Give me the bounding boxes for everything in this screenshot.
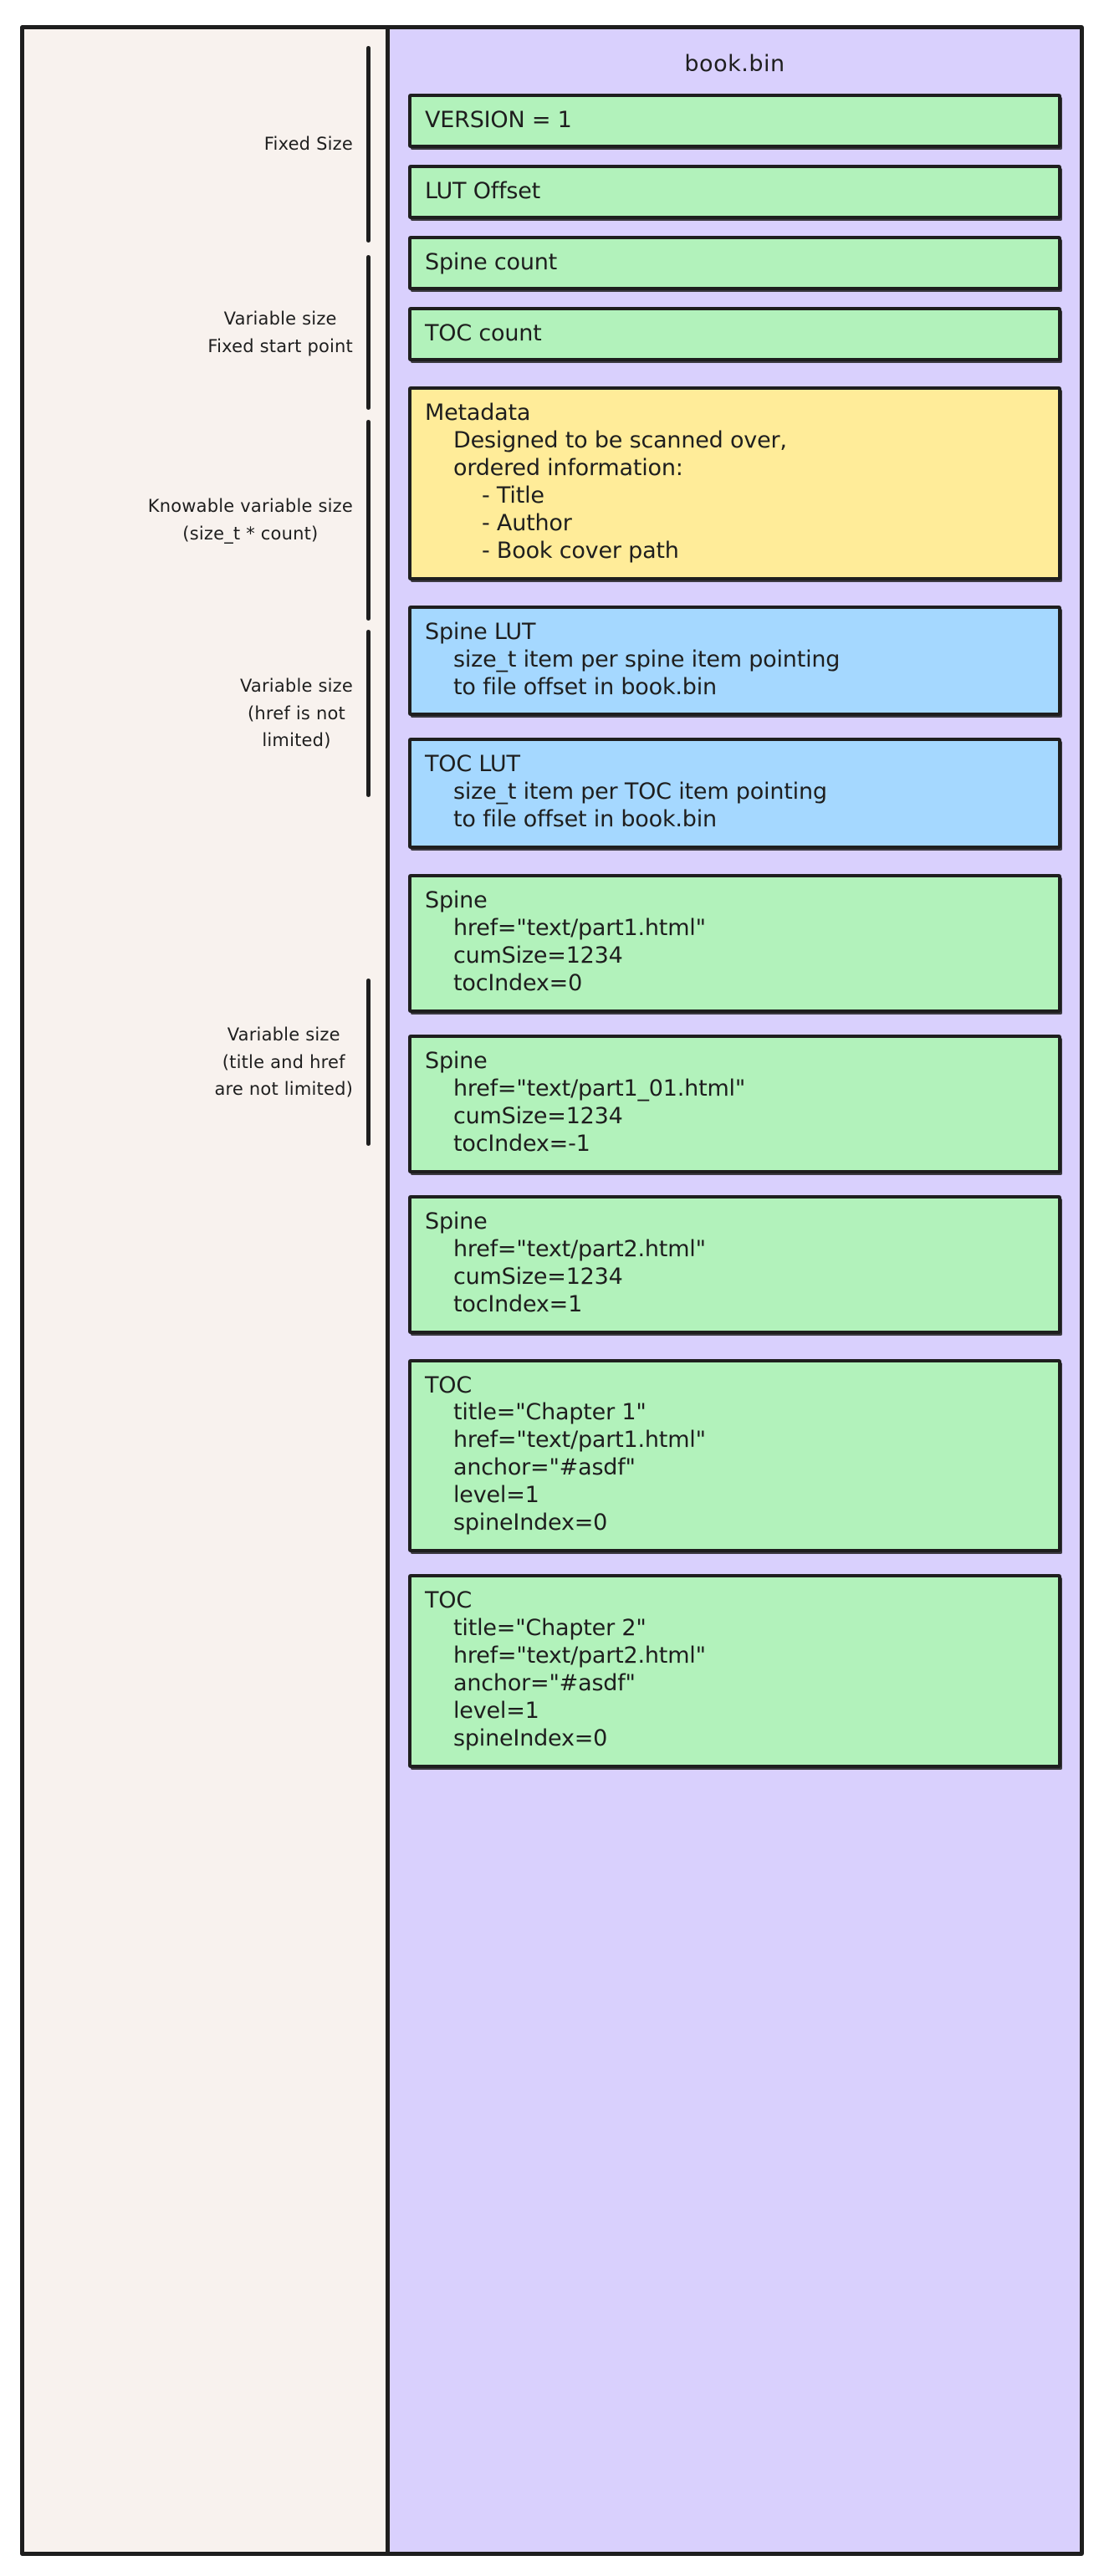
annotation-variable-size-title-href: Variable size (title and href are not li… (214, 979, 371, 1146)
record-line: href="text/part2.html" (453, 1235, 706, 1262)
record-line: ordered information: (453, 454, 683, 481)
record-line: cumSize=1234 (453, 943, 623, 969)
brace-bracket (366, 45, 371, 243)
annotation-variable-fixed-start: Variable size Fixed start point (207, 255, 371, 410)
annotation-fixed-size: Fixed Size (264, 39, 371, 248)
annotation-label: Knowable variable size (size_t * count) (147, 496, 353, 544)
panel-title: book.bin (684, 51, 785, 77)
record-line: cumSize=1234 (453, 1102, 623, 1129)
brace-bracket (366, 979, 371, 1146)
record-line: size_t item per spine item pointing (453, 646, 841, 672)
record-line: - Title (482, 482, 544, 509)
record-line: - Book cover path (482, 537, 679, 564)
record-line: tocIndex=0 (453, 970, 583, 997)
record-line: anchor="#asdf" (453, 1669, 636, 1696)
record-line: VERSION = 1 (425, 107, 572, 133)
record-line: anchor="#asdf" (453, 1454, 636, 1481)
record-line: tocIndex=-1 (453, 1130, 590, 1157)
annotation-variable-size-href: Variable size (href is not limited) (240, 630, 371, 797)
record-line: Spine (425, 1208, 488, 1234)
record-line: Spine count (425, 249, 558, 275)
record-line: cumSize=1234 (453, 1263, 623, 1290)
record-line: spineIndex=0 (453, 1510, 608, 1536)
record-line: title="Chapter 1" (453, 1399, 647, 1426)
diagram-frame: Fixed Size Variable size Fixed start poi… (20, 25, 1084, 2556)
brace-bracket (366, 255, 371, 410)
record-line: Metadata (425, 400, 531, 426)
record-line: Spine (425, 887, 488, 914)
record-box-version: VERSION = 1 (408, 94, 1061, 148)
annotation-label: Fixed Size (263, 133, 353, 154)
record-line: Designed to be scanned over, (453, 427, 787, 453)
record-box-spine-count: Spine count (408, 236, 1061, 290)
record-line: size_t item per TOC item pointing (453, 779, 827, 805)
record-line: LUT Offset (425, 178, 541, 204)
record-line: level=1 (453, 1697, 539, 1724)
record-line: spineIndex=0 (453, 1725, 608, 1751)
record-line: TOC (425, 1372, 472, 1398)
record-line: href="text/part1.html" (453, 915, 706, 942)
record-line: to file offset in book.bin (453, 806, 717, 833)
record-line: tocIndex=1 (453, 1291, 583, 1317)
annotations-column: Fixed Size Variable size Fixed start poi… (20, 25, 386, 2556)
record-line: title="Chapter 2" (453, 1615, 647, 1642)
record-line: Spine LUT (425, 618, 536, 645)
annotation-knowable-variable-size: Knowable variable size (size_t * count) (148, 420, 371, 621)
record-line: TOC LUT (425, 751, 520, 778)
record-line: href="text/part1.html" (453, 1427, 706, 1454)
record-line: - Author (482, 509, 572, 536)
annotation-label: Variable size Fixed start point (207, 308, 353, 356)
record-box-toc-count: TOC count (408, 307, 1061, 361)
record-line: level=1 (453, 1482, 539, 1509)
record-line: to file offset in book.bin (453, 673, 717, 700)
record-line: Spine (425, 1048, 488, 1074)
record-line: TOC (425, 1587, 472, 1614)
annotation-label: Variable size (title and href are not li… (214, 1025, 353, 1100)
record-line: href="text/part1_01.html" (453, 1075, 746, 1101)
record-line: href="text/part2.html" (453, 1643, 706, 1669)
annotation-label: Variable size (href is not limited) (239, 676, 353, 751)
brace-bracket (366, 630, 371, 797)
brace-bracket (366, 420, 371, 621)
record-line: TOC count (425, 320, 542, 346)
record-box-lut-offset: LUT Offset (408, 165, 1061, 219)
